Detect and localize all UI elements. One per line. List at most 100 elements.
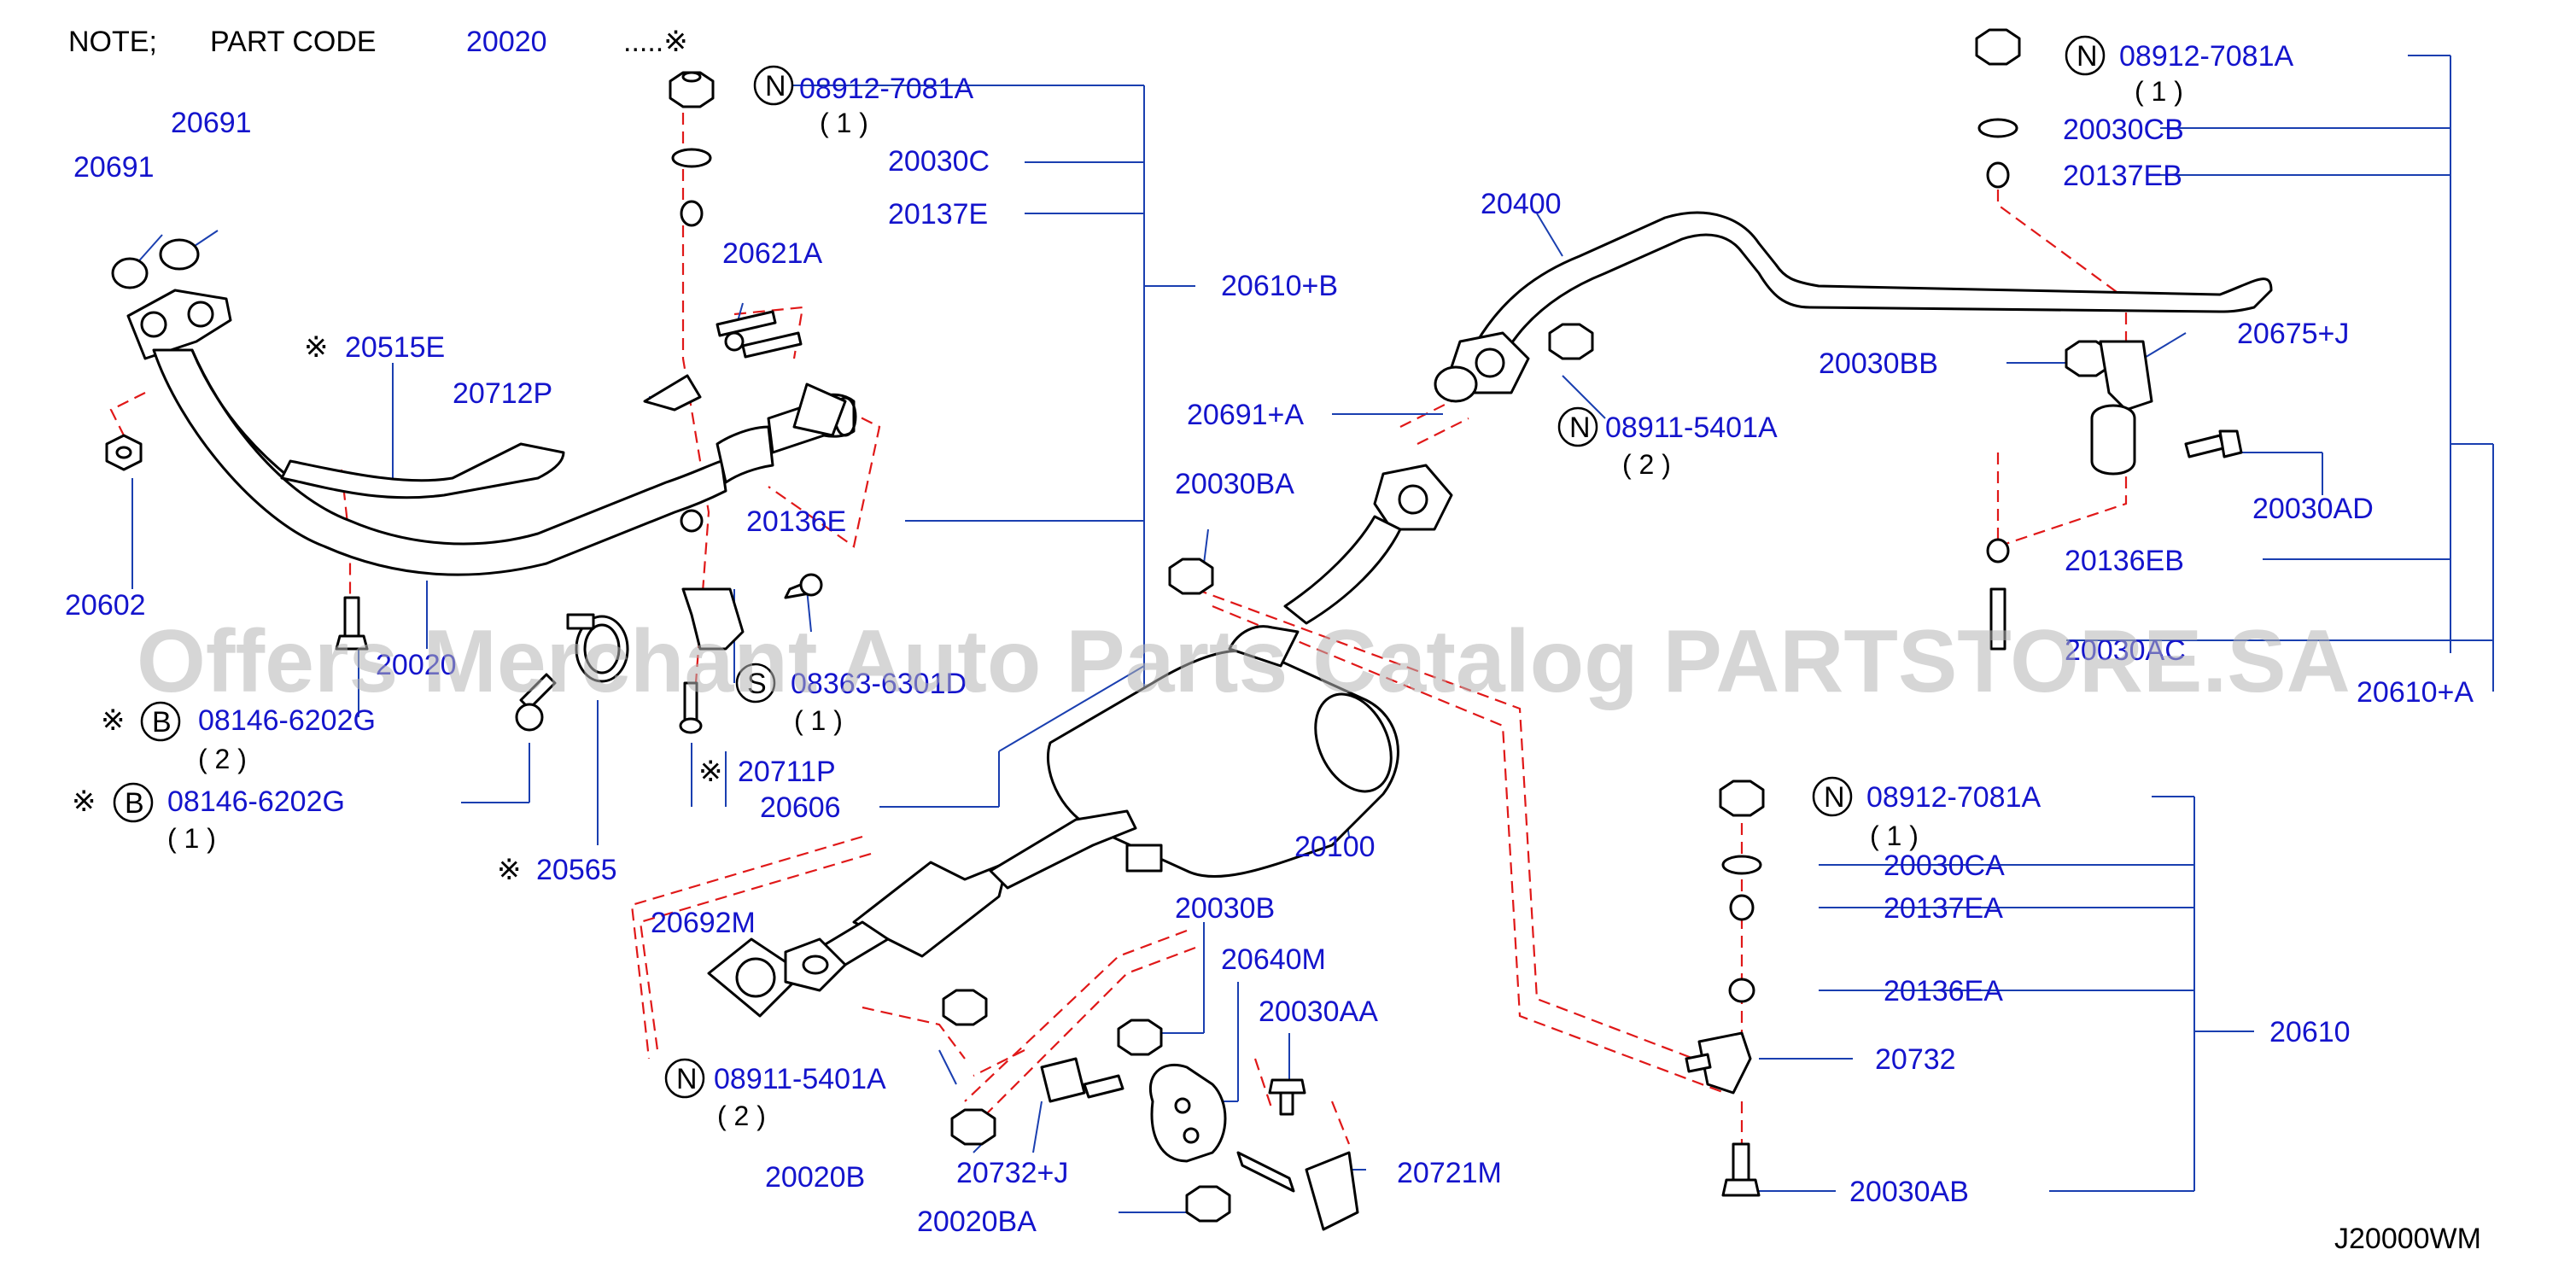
marker-s-08363: S — [747, 668, 767, 700]
label-20732j[interactable]: 20732+J — [956, 1157, 1068, 1189]
label-20030ca[interactable]: 20030CA — [1884, 850, 2005, 882]
bush-20137e — [680, 200, 704, 227]
nut-08912-b — [1975, 28, 2021, 66]
note-part-code-label: PART CODE — [210, 26, 377, 58]
heat-shield-20515e — [280, 442, 565, 499]
label-08146-a[interactable]: 08146-6202G — [198, 704, 376, 737]
label-20030b[interactable]: 20030B — [1175, 892, 1275, 925]
label-20675j[interactable]: 20675+J — [2237, 318, 2349, 350]
marker-n-08912-c: N — [1824, 781, 1845, 814]
marker-b-08146-a: B — [152, 706, 172, 739]
nut-08911-b — [1548, 323, 1594, 360]
nut-20030ba — [1168, 558, 1214, 595]
label-08146-b[interactable]: 08146-6202G — [167, 785, 345, 818]
label-20030ac[interactable]: 20030AC — [2065, 634, 2186, 667]
label-20030bb[interactable]: 20030BB — [1819, 347, 1938, 380]
label-08363[interactable]: 08363-6301D — [791, 668, 967, 700]
label-20030ba[interactable]: 20030BA — [1175, 468, 1294, 500]
washer-20030ca — [1721, 855, 1762, 875]
label-20137e[interactable]: 20137E — [888, 198, 988, 231]
label-20136ea[interactable]: 20136EA — [1884, 975, 2003, 1007]
label-20640m[interactable]: 20640M — [1221, 943, 1326, 976]
front-exhaust-pipe — [126, 289, 857, 576]
label-08912-a[interactable]: 08912-7081A — [799, 73, 974, 105]
stud-20030ac — [1989, 587, 2006, 651]
marker-n-08911-b: N — [1569, 412, 1591, 444]
rear-flange-pipe — [1283, 464, 1453, 625]
label-20030ab[interactable]: 20030AB — [1849, 1176, 1969, 1208]
diagram-code: J20000WM — [2334, 1223, 2481, 1255]
label-20030cb[interactable]: 20030CB — [2063, 114, 2184, 146]
label-20136eb[interactable]: 20136EB — [2065, 545, 2184, 577]
bush-20137ea — [1729, 894, 1755, 921]
label-20621a[interactable]: 20621A — [722, 237, 823, 270]
gasket-20691a — [1434, 365, 1478, 403]
note-prefix: NOTE; — [68, 26, 157, 58]
label-20100[interactable]: 20100 — [1294, 831, 1376, 863]
ref-mark-20565: ※ — [497, 854, 522, 886]
clamp-20565 — [566, 613, 629, 683]
label-20565[interactable]: 20565 — [536, 854, 617, 886]
note-suffix: .....※ — [623, 26, 688, 58]
label-20712p[interactable]: 20712P — [453, 377, 552, 410]
muffler-20100 — [1046, 625, 1399, 879]
parts-drawings — [105, 28, 2273, 1231]
label-20400[interactable]: 20400 — [1481, 188, 1562, 220]
ref-mark-20711p: ※ — [698, 756, 723, 788]
label-20137eb[interactable]: 20137EB — [2063, 160, 2182, 192]
label-20691a[interactable]: 20691+A — [1187, 399, 1304, 431]
nut-20602 — [105, 434, 143, 471]
label-20610b[interactable]: 20610+B — [1221, 270, 1338, 302]
qty-08912-a: ( 1 ) — [820, 108, 868, 138]
label-20020b[interactable]: 20020B — [765, 1161, 865, 1194]
label-08912-c[interactable]: 08912-7081A — [1866, 781, 2042, 814]
ref-mark-08146-b: ※ — [72, 785, 96, 818]
note-part-code[interactable]: 20020 — [466, 26, 547, 58]
label-20515e[interactable]: 20515E — [345, 331, 445, 364]
qty-08911-a: ( 2 ) — [717, 1101, 766, 1131]
stud-20606 — [679, 681, 703, 734]
label-08912-b[interactable]: 08912-7081A — [2119, 40, 2294, 73]
label-20691-a[interactable]: 20691 — [73, 151, 155, 184]
label-20602[interactable]: 20602 — [65, 589, 146, 622]
label-20691-b[interactable]: 20691 — [171, 107, 252, 139]
label-20137ea[interactable]: 20137EA — [1884, 892, 2003, 925]
label-20732[interactable]: 20732 — [1875, 1043, 1956, 1076]
bracket-20712p — [643, 374, 702, 412]
label-20721m[interactable]: 20721M — [1397, 1157, 1502, 1189]
note-header: NOTE; PART CODE 20020 .....※ — [68, 26, 688, 58]
ref-mark-08146-a: ※ — [101, 704, 126, 737]
bolt-08146-b — [515, 673, 557, 732]
label-20030aa[interactable]: 20030AA — [1259, 996, 1378, 1028]
label-20610a[interactable]: 20610+A — [2357, 676, 2474, 709]
ref-mark-20515e: ※ — [304, 331, 329, 364]
marker-b-08146-b: B — [125, 787, 144, 820]
bracket-20732 — [1685, 1031, 1752, 1095]
marker-n-08911-a: N — [676, 1063, 698, 1095]
label-20136e[interactable]: 20136E — [746, 505, 846, 538]
nut-20020b — [950, 1108, 996, 1146]
reference-marks: ※ ※ ※ ※ ※ — [72, 331, 723, 886]
label-20606[interactable]: 20606 — [760, 791, 841, 824]
label-20692m[interactable]: 20692M — [651, 907, 756, 939]
label-20020[interactable]: 20020 — [376, 649, 457, 681]
label-20610[interactable]: 20610 — [2269, 1016, 2351, 1048]
bolt-20030ad — [2184, 429, 2243, 458]
qty-08363: ( 1 ) — [794, 705, 843, 736]
label-20020ba[interactable]: 20020BA — [917, 1206, 1037, 1238]
label-08911-a[interactable]: 08911-5401A — [714, 1063, 886, 1095]
bracket-20721m — [1236, 1151, 1359, 1231]
label-20030c[interactable]: 20030C — [888, 145, 990, 178]
qty-08146-b: ( 1 ) — [167, 823, 216, 854]
label-08911-b[interactable]: 08911-5401A — [1605, 412, 1778, 444]
label-20711p[interactable]: 20711P — [738, 756, 836, 788]
qty-08146-a: ( 2 ) — [198, 744, 247, 774]
marker-n-08912-b: N — [2077, 40, 2098, 73]
nut-20020ba — [1185, 1185, 1231, 1223]
label-20030ad[interactable]: 20030AD — [2252, 493, 2374, 525]
bush-20137eb — [1986, 161, 2010, 189]
bush-20136e — [680, 509, 704, 533]
bush-20136eb — [1986, 538, 2010, 563]
qty-08912-c: ( 1 ) — [1870, 820, 1919, 851]
